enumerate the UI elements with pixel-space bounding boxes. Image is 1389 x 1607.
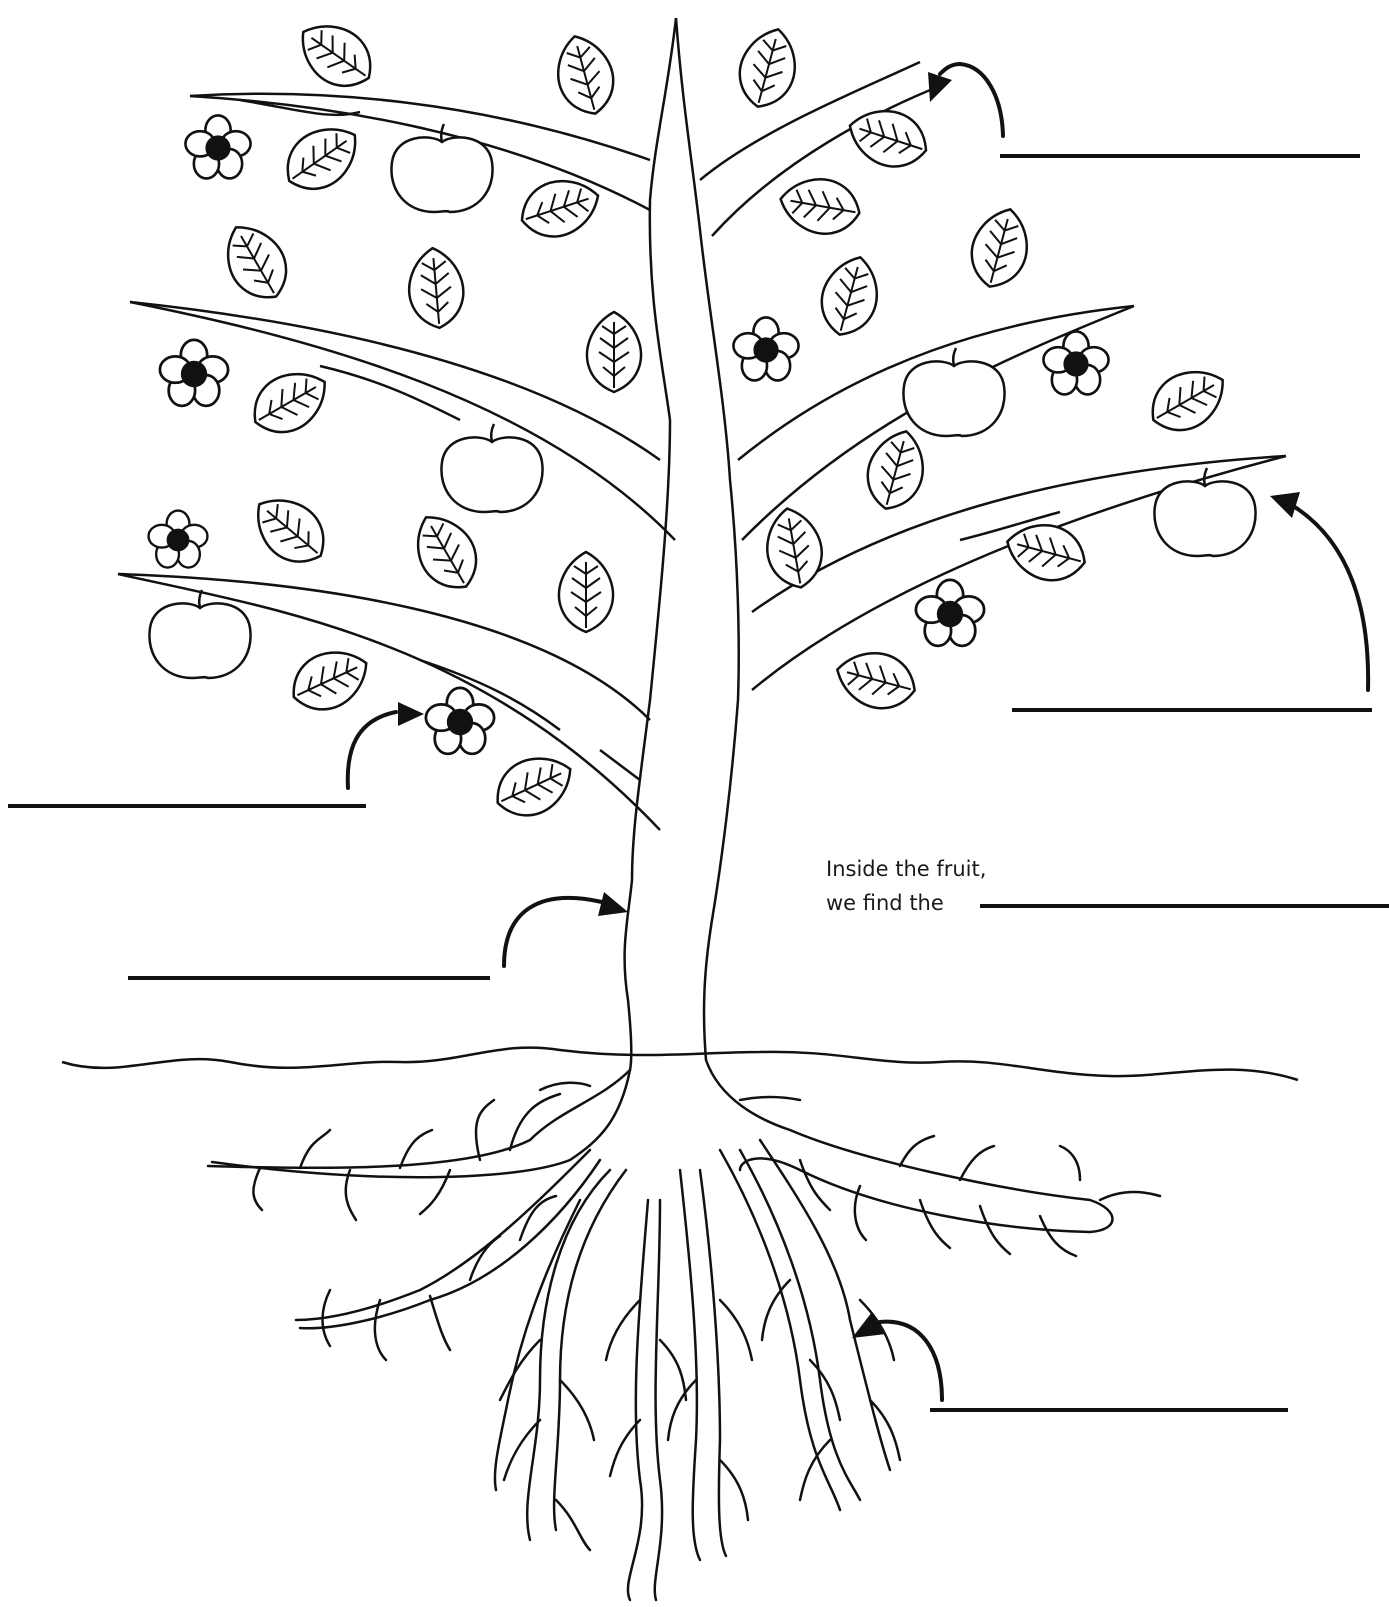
- leaf-icon: [242, 484, 338, 577]
- roots: [208, 1060, 1160, 1600]
- leaf-icon: [760, 504, 827, 592]
- fruit-icon: [1154, 468, 1255, 556]
- flower-icon: [149, 511, 208, 568]
- arrow-icon: [1270, 492, 1300, 518]
- leaf-icon: [964, 202, 1037, 293]
- leaf-icon: [486, 745, 581, 828]
- flower-icon: [160, 340, 228, 406]
- flower-icon: [185, 115, 250, 178]
- leaf-icon: [1140, 357, 1236, 444]
- fruit-icon: [149, 590, 250, 678]
- ground-line: [62, 1048, 1298, 1080]
- leaf-icon: [732, 22, 805, 113]
- flower-icon: [1043, 331, 1108, 394]
- arrow-icon: [348, 712, 396, 788]
- trunk: [625, 18, 739, 1070]
- fruit-icon: [391, 124, 492, 212]
- leaf-icon: [814, 250, 887, 341]
- arrow-icon: [928, 72, 952, 102]
- seeds-caption: Inside the fruit, we find the: [826, 852, 986, 920]
- leaf-icon: [549, 29, 622, 120]
- leaf-icon: [842, 100, 935, 176]
- arrow-icon: [398, 702, 424, 726]
- leaf-icon: [403, 504, 490, 600]
- arrow-icon: [1290, 504, 1368, 690]
- fruit-icon: [441, 424, 542, 512]
- fruit-icon: [903, 348, 1004, 436]
- leaf-icon: [776, 172, 864, 239]
- leaf-icon: [860, 424, 933, 515]
- flower-icon: [733, 317, 798, 380]
- caption-line-1: Inside the fruit,: [826, 852, 986, 886]
- leaf-icon: [213, 214, 300, 310]
- leaf-icon: [288, 10, 384, 100]
- flower-icon: [916, 580, 984, 646]
- leaf-icon: [587, 312, 641, 392]
- leaf-icon: [559, 552, 613, 632]
- leaf-icon: [1000, 516, 1091, 589]
- leaf-icon: [406, 246, 467, 330]
- leaf-icon: [274, 113, 370, 203]
- arrow-icon: [598, 892, 628, 916]
- answer-blanks: [8, 156, 1389, 1410]
- leaf-icon: [830, 644, 921, 717]
- caption-line-2: we find the: [826, 886, 986, 920]
- leaf-icon: [282, 639, 377, 722]
- arrow-icon: [940, 64, 1003, 136]
- flower-icon: [426, 688, 494, 754]
- leaf-icon: [242, 359, 338, 446]
- arrow-icon: [504, 898, 602, 966]
- arrow-icon: [880, 1322, 942, 1400]
